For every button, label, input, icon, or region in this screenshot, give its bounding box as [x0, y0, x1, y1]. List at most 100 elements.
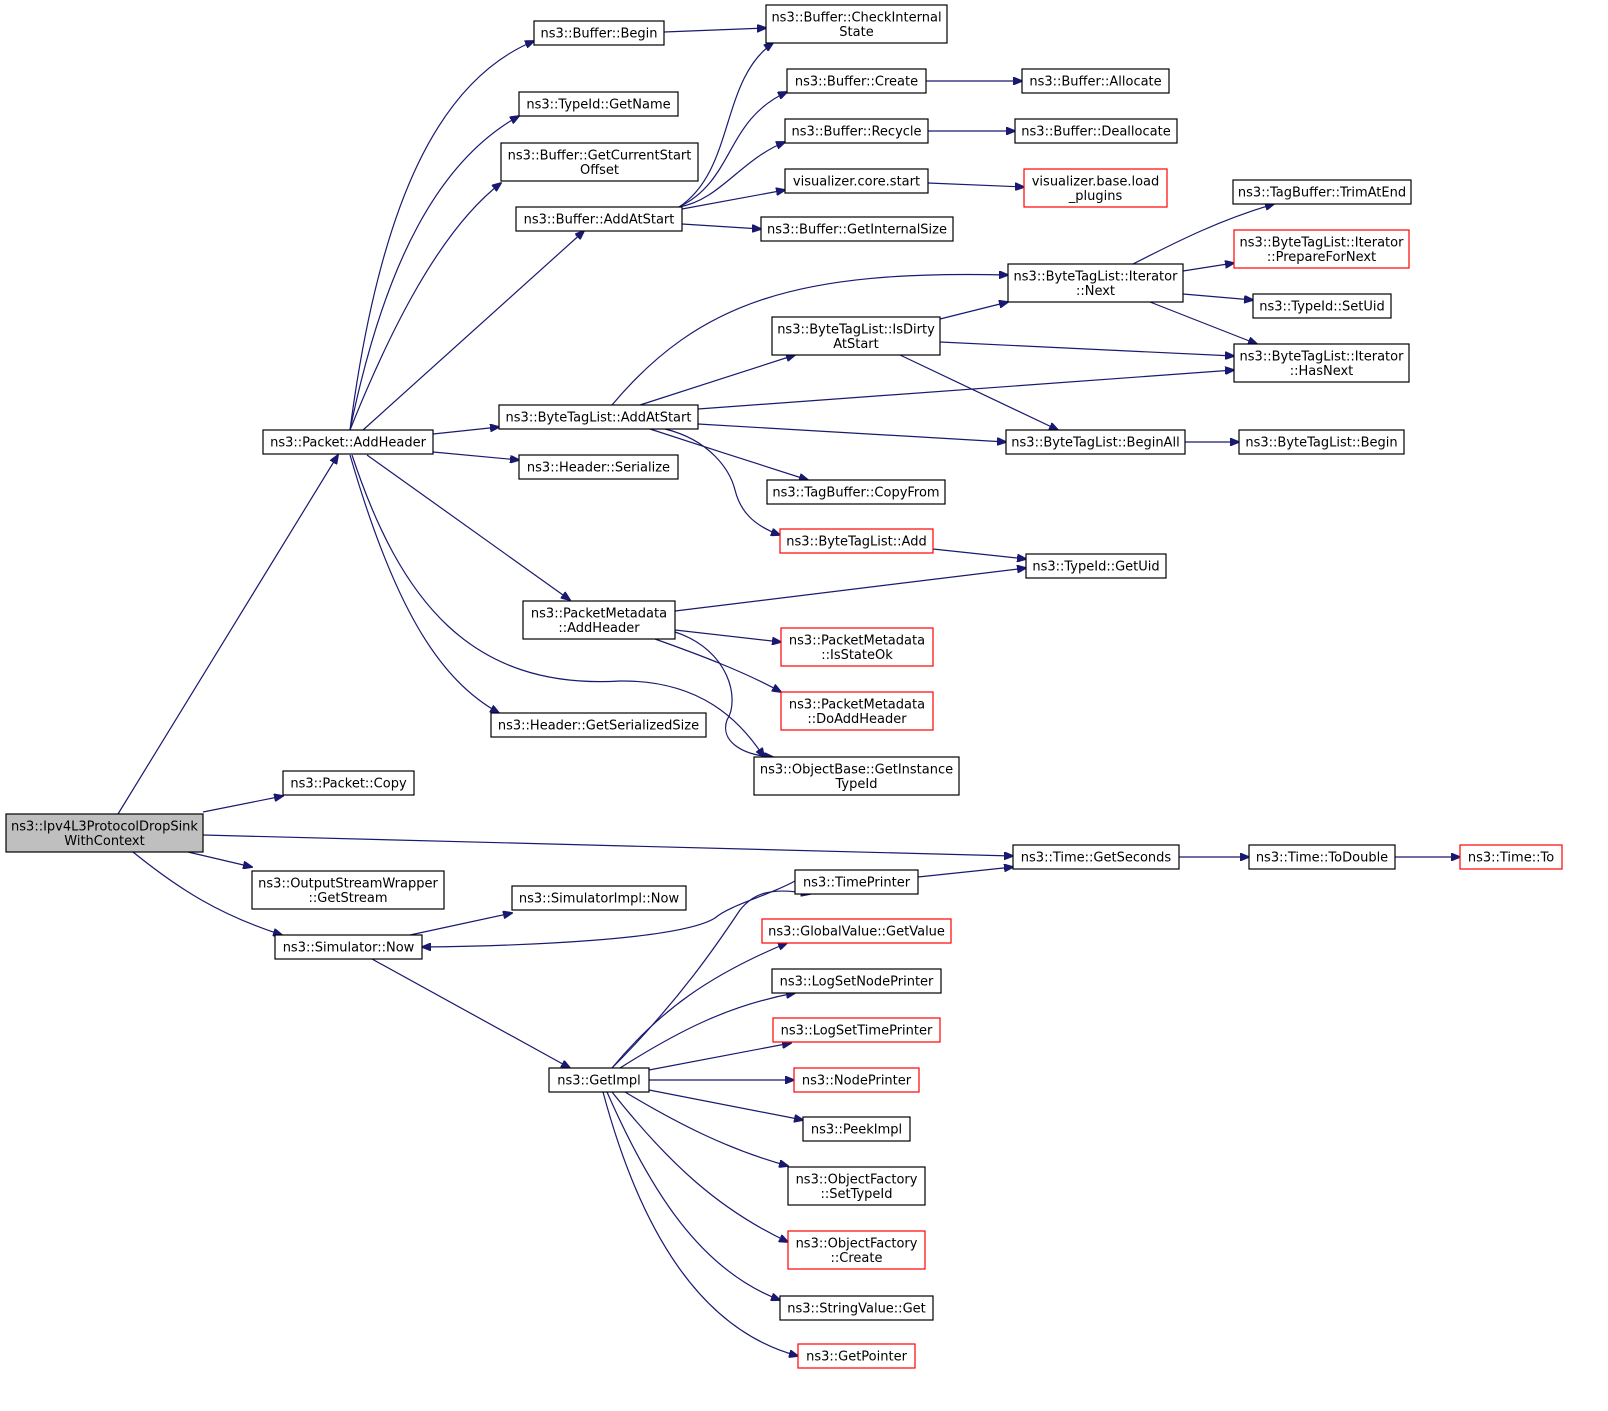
node-label: ::Create: [831, 1251, 883, 1266]
node-osw-getstream[interactable]: ns3::OutputStreamWrapper::GetStream: [251, 870, 445, 910]
node-label: ns3::Buffer::Create: [795, 75, 918, 90]
node-label: ::Next: [1076, 284, 1115, 299]
node-logsettimeprinter[interactable]: ns3::LogSetTimePrinter: [772, 1017, 941, 1043]
node-nodeprinter[interactable]: ns3::NodePrinter: [793, 1067, 920, 1093]
node-buffer-allocate[interactable]: ns3::Buffer::Allocate: [1021, 68, 1170, 94]
node-label: ns3::OutputStreamWrapper: [258, 876, 438, 891]
node-buffer-recycle[interactable]: ns3::Buffer::Recycle: [784, 118, 929, 144]
node-box: [282, 770, 415, 796]
node-bytetaglist-iterator-hasnext[interactable]: ns3::ByteTagList::Iterator::HasNext: [1233, 343, 1410, 383]
node-visualizer-core-start[interactable]: visualizer.core.start: [784, 168, 929, 194]
edge-bytetaglist_addatstart-to-tagbuffer_copyfrom: [649, 428, 808, 480]
node-box: [533, 20, 665, 46]
node-objectfactory-create[interactable]: ns3::ObjectFactory::Create: [787, 1230, 926, 1270]
node-visualizer-base-load-plugins[interactable]: visualizer.base.load_plugins: [1023, 168, 1168, 208]
node-bytetaglist-addatstart[interactable]: ns3::ByteTagList::AddAtStart: [498, 404, 699, 430]
edge-packet_addheader-to-packetmetadata_addheader: [366, 454, 570, 600]
node-label: ns3::ByteTagList::AddAtStart: [506, 411, 692, 426]
node-box: [794, 869, 919, 895]
node-box: [548, 1067, 650, 1093]
edge-line: [624, 1091, 788, 1166]
node-buffer-begin[interactable]: ns3::Buffer::Begin: [533, 20, 665, 46]
node-header-serialize[interactable]: ns3::Header::Serialize: [518, 454, 679, 480]
node-box: [251, 870, 445, 910]
edge-line: [1182, 293, 1253, 300]
edge-line: [681, 190, 785, 210]
edge-line: [663, 28, 766, 33]
edge-line: [678, 92, 787, 208]
edge-bytetaglist_isdirtyatstart-to-bytetaglist_iterator_next: [939, 302, 1008, 320]
node-typeid-getname[interactable]: ns3::TypeId::GetName: [518, 91, 679, 117]
node-label: ns3::NodePrinter: [802, 1074, 912, 1089]
node-simulator-now[interactable]: ns3::Simulator::Now: [274, 934, 423, 960]
node-objectfactory-settypeid[interactable]: ns3::ObjectFactory::SetTypeId: [787, 1166, 926, 1206]
node-label: ns3::TagBuffer::TrimAtEnd: [1238, 186, 1406, 201]
node-bytetaglist-iterator-preparefornext[interactable]: ns3::ByteTagList::Iterator::PrepareForNe…: [1233, 229, 1410, 269]
node-buffer-deallocate[interactable]: ns3::Buffer::Deallocate: [1014, 118, 1178, 144]
edge-bytetaglist_addatstart-to-bytetaglist_add: [664, 428, 780, 535]
node-box: [760, 216, 954, 242]
node-bytetaglist-add[interactable]: ns3::ByteTagList::Add: [779, 528, 934, 554]
node-buffer-addatstart[interactable]: ns3::Buffer::AddAtStart: [515, 206, 683, 232]
node-bytetaglist-begin[interactable]: ns3::ByteTagList::Begin: [1238, 429, 1405, 455]
node-tagbuffer-trimatend[interactable]: ns3::TagBuffer::TrimAtEnd: [1232, 179, 1412, 205]
node-box: [1232, 179, 1412, 205]
node-box: [771, 316, 941, 356]
edge-timeprinter-to-simulator_now: [422, 880, 796, 947]
node-bytetaglist-beginall[interactable]: ns3::ByteTagList::BeginAll: [1005, 429, 1186, 455]
edge-simulator_now-to-getimpl: [371, 958, 570, 1068]
node-label: ::DoAddHeader: [807, 712, 907, 727]
node-packetmetadata-isstateok[interactable]: ns3::PacketMetadata::IsStateOk: [780, 627, 934, 667]
node-buffer-getinternalsize[interactable]: ns3::Buffer::GetInternalSize: [760, 216, 954, 242]
node-time-to[interactable]: ns3::Time::To: [1459, 844, 1563, 870]
edge-line: [611, 1091, 788, 1242]
node-tagbuffer-copyfrom[interactable]: ns3::TagBuffer::CopyFrom: [766, 479, 946, 505]
node-buffer-create[interactable]: ns3::Buffer::Create: [786, 68, 927, 94]
node-label: ns3::Buffer::Begin: [540, 27, 657, 42]
node-label: State: [839, 25, 873, 40]
node-packet-addheader[interactable]: ns3::Packet::AddHeader: [262, 429, 434, 455]
node-box: [780, 627, 934, 667]
node-packetmetadata-addheader[interactable]: ns3::PacketMetadata::AddHeader: [522, 600, 676, 640]
node-label: visualizer.base.load: [1032, 174, 1160, 189]
node-typeid-getuid[interactable]: ns3::TypeId::GetUid: [1025, 553, 1167, 579]
node-getimpl[interactable]: ns3::GetImpl: [548, 1067, 650, 1093]
node-getpointer[interactable]: ns3::GetPointer: [797, 1343, 916, 1369]
node-label: ns3::ByteTagList::Add: [786, 535, 926, 550]
node-box: [802, 1116, 911, 1142]
node-stringvalue-get[interactable]: ns3::StringValue::Get: [779, 1295, 934, 1321]
edge-packet_addheader-to-bytetaglist_addatstart: [432, 427, 499, 435]
node-packetmetadata-doaddheader[interactable]: ns3::PacketMetadata::DoAddHeader: [780, 691, 934, 731]
node-label: TypeId: [835, 777, 878, 792]
node-logsetnodeprinter[interactable]: ns3::LogSetNodePrinter: [771, 968, 942, 994]
node-box: [753, 756, 960, 796]
node-typeid-setuid[interactable]: ns3::TypeId::SetUid: [1252, 293, 1392, 319]
node-peekimpl[interactable]: ns3::PeekImpl: [802, 1116, 911, 1142]
edge-root-to-packet_addheader: [117, 455, 338, 815]
node-time-todouble[interactable]: ns3::Time::ToDouble: [1248, 844, 1396, 870]
node-label: ::PrepareForNext: [1267, 250, 1376, 265]
node-globalvalue-getvalue[interactable]: ns3::GlobalValue::GetValue: [761, 918, 952, 944]
node-label: ns3::Buffer::CheckInternal: [771, 10, 941, 25]
node-time-getseconds[interactable]: ns3::Time::GetSeconds: [1012, 844, 1180, 870]
node-label: ns3::LogSetTimePrinter: [781, 1024, 933, 1039]
node-box: [787, 1166, 926, 1206]
node-timeprinter[interactable]: ns3::TimePrinter: [794, 869, 919, 895]
edge-packetmetadata_addheader-to-typeid_getuid: [674, 568, 1026, 612]
node-simulatorimpl-now[interactable]: ns3::SimulatorImpl::Now: [511, 885, 687, 911]
node-label: ns3::Ipv4L3ProtocolDropSink: [11, 819, 198, 834]
node-box: [498, 404, 699, 430]
node-header-getserializedsize[interactable]: ns3::Header::GetSerializedSize: [490, 712, 707, 738]
node-packet-copy[interactable]: ns3::Packet::Copy: [282, 770, 415, 796]
node-box: [1023, 168, 1168, 208]
edge-line: [674, 629, 781, 642]
node-box: [1012, 844, 1180, 870]
node-bytetaglist-iterator-next[interactable]: ns3::ByteTagList::Iterator::Next: [1007, 263, 1184, 303]
edge-line: [371, 958, 570, 1068]
